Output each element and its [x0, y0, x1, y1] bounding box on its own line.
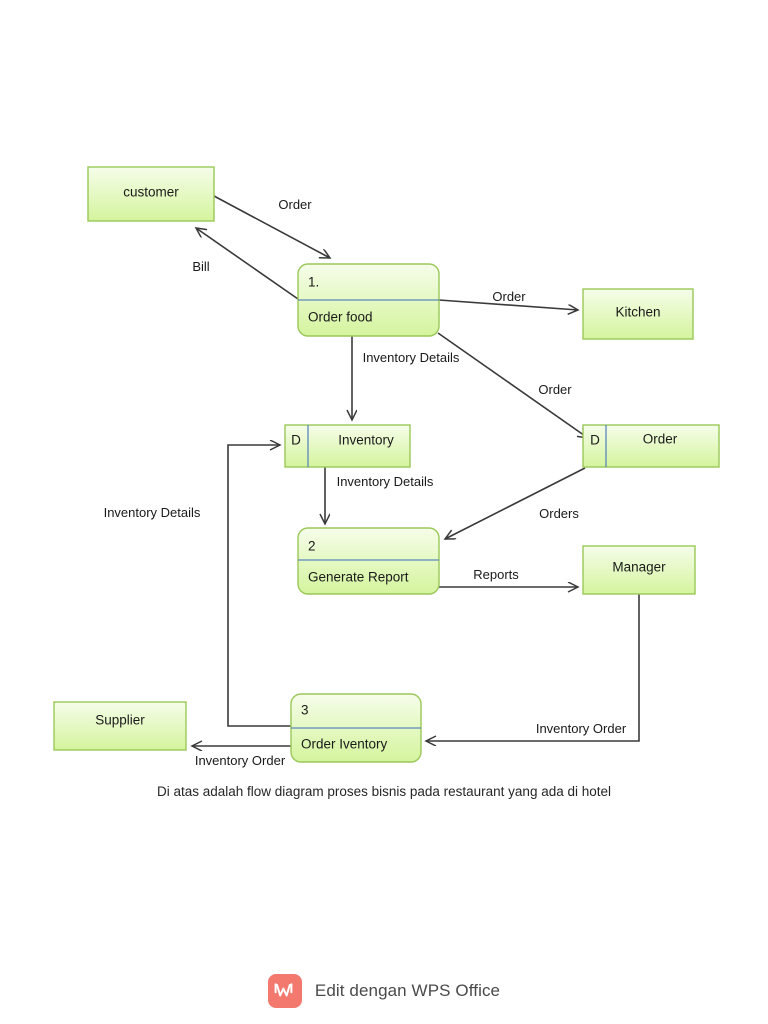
edge-label-inventory-details-mid: Inventory Details	[337, 474, 434, 489]
node-external-entity-supplier[interactable]: Supplier	[53, 701, 187, 751]
node-label-manager: Manager	[612, 560, 666, 575]
node-label-order-inventory: Order Iventory	[301, 737, 388, 752]
edge-label-order-customer: Order	[278, 197, 312, 212]
node-number-order-inventory: 3	[301, 703, 309, 718]
edge-label-inventory-order-left: Inventory Order	[195, 753, 286, 768]
edge-order-inventory-to-supplier: Inventory Order	[192, 746, 291, 768]
edge-order-inventory-to-inventory: Inventory Details	[104, 445, 291, 727]
edge-label-bill: Bill	[192, 259, 209, 274]
node-number-order-food: 1.	[308, 275, 319, 290]
wps-office-footer-label: Edit dengan WPS Office	[314, 981, 501, 1000]
edge-order-food-to-customer: Bill	[192, 228, 299, 300]
node-label-kitchen: Kitchen	[615, 305, 660, 320]
edge-manager-to-order-inventory: Inventory Order	[426, 594, 640, 741]
node-label-generate-report: Generate Report	[308, 570, 409, 585]
wps-office-footer[interactable]: Edit dengan WPS Office	[0, 958, 768, 1024]
node-label-supplier: Supplier	[95, 713, 145, 728]
edge-label-reports: Reports	[473, 567, 519, 582]
diagram-caption: Di atas adalah flow diagram proses bisni…	[157, 784, 611, 799]
node-data-store-order[interactable]: D Order	[582, 424, 720, 468]
node-process-order-inventory[interactable]: 3 Order Iventory	[290, 693, 422, 763]
edge-order-food-to-inventory: Inventory Details	[352, 336, 460, 420]
node-number-generate-report: 2	[308, 539, 316, 554]
data-store-marker-inventory: D	[291, 433, 301, 448]
edge-order-store-to-generate-report: Orders	[445, 467, 586, 539]
edge-label-orders: Orders	[539, 506, 579, 521]
node-label-order-store: Order	[643, 432, 678, 447]
node-label-customer: customer	[123, 185, 179, 200]
node-process-order-food[interactable]: 1. Order food	[297, 263, 440, 337]
edge-customer-to-order-food: Order	[213, 195, 330, 258]
edge-inventory-to-generate-report: Inventory Details	[325, 467, 434, 524]
wps-office-logo-icon	[267, 974, 302, 1008]
edge-label-inventory-details-top: Inventory Details	[363, 350, 460, 365]
node-label-inventory-store: Inventory	[338, 433, 394, 448]
node-process-generate-report[interactable]: 2 Generate Report	[297, 527, 440, 595]
edge-order-food-to-order-store: Order	[437, 332, 588, 438]
edges-layer: Order Bill Order Order Inventory Details	[104, 195, 640, 768]
edge-label-inventory-details-left: Inventory Details	[104, 505, 201, 520]
edge-label-order-kitchen: Order	[492, 289, 526, 304]
node-data-store-inventory[interactable]: D Inventory	[284, 424, 411, 468]
node-external-entity-customer[interactable]: customer	[87, 166, 215, 222]
edge-order-food-to-kitchen: Order	[438, 289, 578, 310]
edge-label-inventory-order-right: Inventory Order	[536, 721, 627, 736]
data-store-marker-order: D	[590, 433, 600, 448]
edge-label-order-store: Order	[538, 382, 572, 397]
node-external-entity-kitchen[interactable]: Kitchen	[582, 288, 694, 340]
edge-generate-report-to-manager: Reports	[439, 567, 578, 587]
node-label-order-food: Order food	[308, 310, 373, 325]
node-external-entity-manager[interactable]: Manager	[582, 545, 696, 595]
